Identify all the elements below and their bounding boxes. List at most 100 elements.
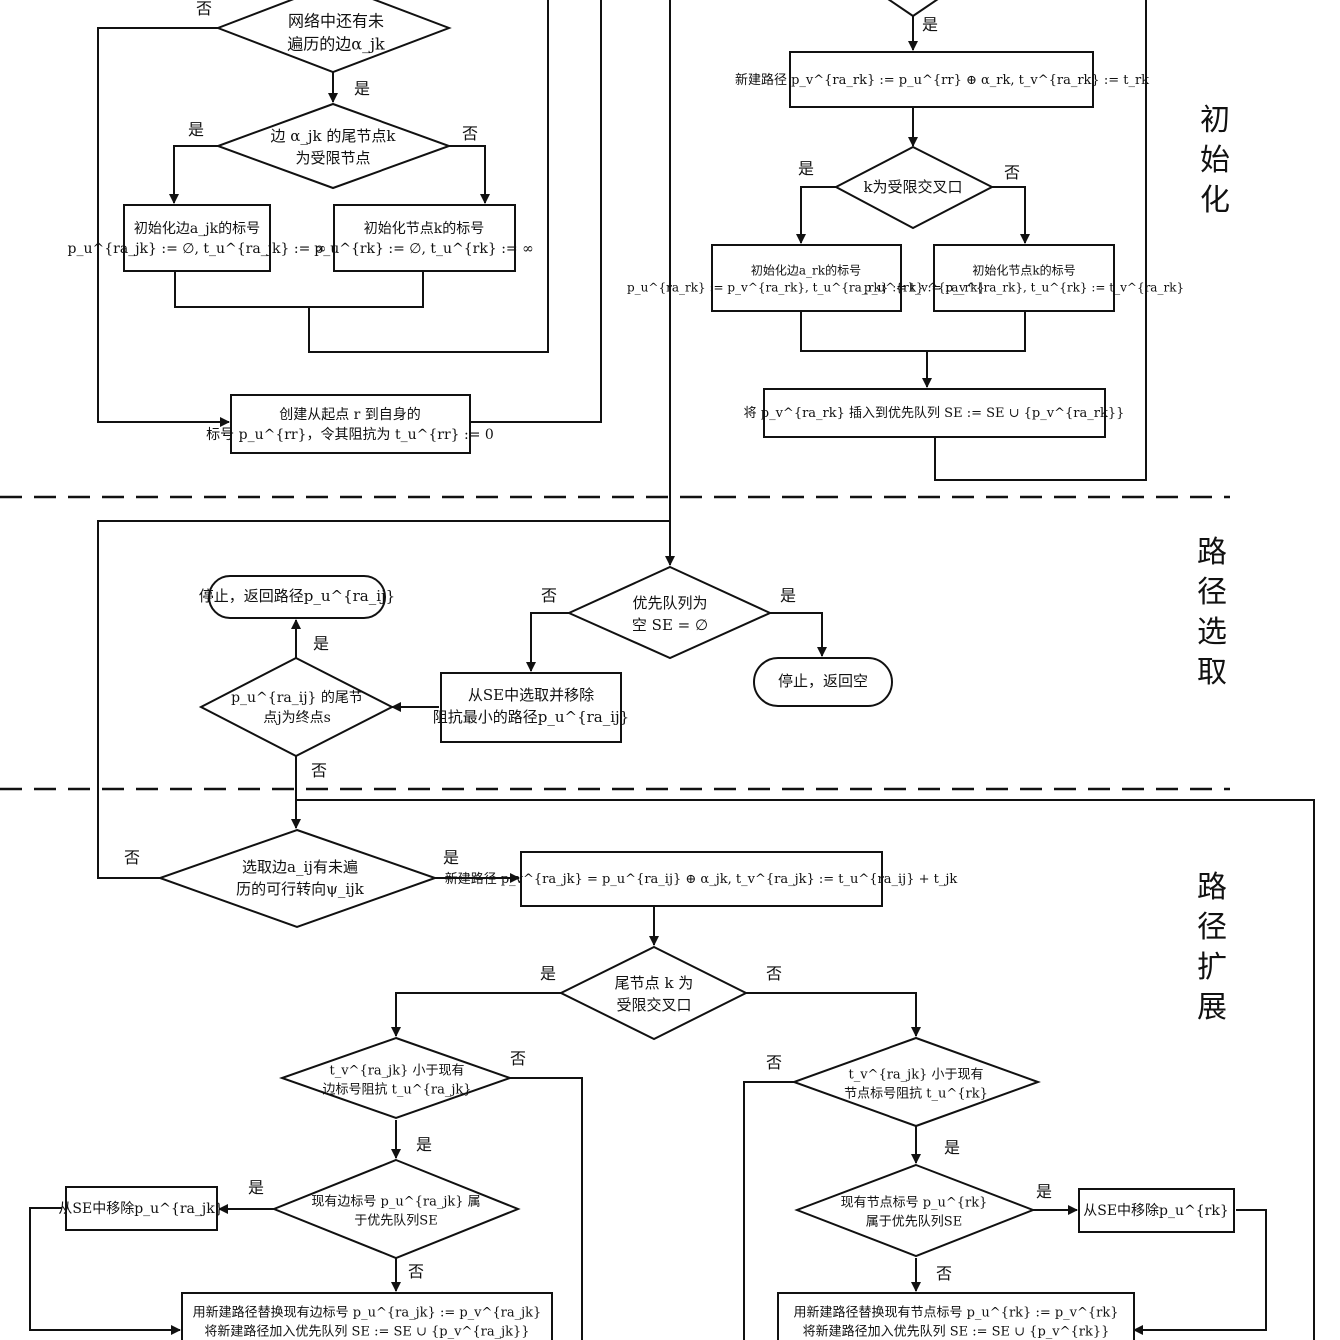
box-remove-node (1078, 1188, 1235, 1233)
text-init-edge: 初始化边a_jk的标号 p_u^{ra_jk} := ∅, t_u^{ra_jk}… (68, 220, 327, 257)
decision-queue-empty (566, 565, 773, 660)
node-text-line: 初始化节点k的标号 (972, 262, 1075, 277)
node-text-line: 初始化边a_rk的标号 (751, 262, 861, 277)
node-text-line: 从SE中选取并移除 (468, 686, 594, 704)
text-less-than-edge: t_v^{ra_jk} 小于现有边标号阻抗 t_u^{ra_jk} (322, 1063, 471, 1097)
node-text-line: 标号 p_u^{rr}，令其阻抗为 t_u^{rr} := 0 (206, 427, 494, 443)
text-k-restricted: k为受限交叉口 (863, 178, 962, 196)
box-create-self-label (230, 394, 471, 454)
node-text-line: 初始化边a_jk的标号 (134, 220, 260, 237)
branch-labels: 否 是 是 否 是 是 否 否 是 是 否 否 是 是 否 否 否 是 是 是 … (124, 0, 1052, 1283)
node-text-line: 点j为终点s (263, 710, 331, 726)
label-yes: 是 (540, 964, 556, 983)
node-text-line: 节点标号阻抗 t_u^{rk} (844, 1086, 988, 1101)
label-yes: 是 (944, 1138, 960, 1157)
text-edges-remaining: 网络中还有未遍历的边α_jk (287, 11, 385, 53)
decision-node-in-se (794, 1163, 1036, 1258)
decision-top-right (887, 0, 939, 18)
node-text-line: 停止，返回空 (778, 672, 868, 690)
text-create-self: 创建从起点 r 到自身的标号 p_u^{rr}，令其阻抗为 t_u^{rr} :… (206, 407, 494, 443)
label-no: 否 (408, 1262, 424, 1281)
label-no: 否 (196, 0, 212, 18)
node-text-line: 停止，返回路径p_u^{ra_ij} (199, 587, 395, 605)
box-init-edge-r (711, 244, 902, 312)
text-replace-edge: 用新建路径替换现有边标号 p_u^{ra_jk} := p_v^{ra_jk}将… (193, 1304, 542, 1339)
text-new-path-init: 新建路径 p_v^{ra_rk} := p_u^{rr} ⊕ α_rk, t_v… (735, 72, 1149, 88)
text-init-node: 初始化节点k的标号 p_u^{rk} := ∅, t_u^{rk} := ∞ (314, 220, 534, 257)
node-text-line: 将新建路径加入优先队列 SE := SE ∪ {p_v^{rk}} (803, 1323, 1110, 1339)
node-text-line: 为受限节点 (295, 149, 370, 167)
node-text-line: 创建从起点 r 到自身的 (279, 407, 421, 423)
text-edge-in-se: 现有边标号 p_u^{ra_jk} 属于优先队列SE (311, 1194, 480, 1228)
box-new-path-init (789, 51, 1094, 108)
text-select-min: 从SE中选取并移除阻抗最小的路径p_u^{ra_ij} (433, 686, 629, 726)
label-no: 否 (510, 1049, 526, 1068)
label-no: 否 (124, 848, 140, 867)
label-no: 否 (1004, 163, 1020, 182)
node-text-line: 空 SE = ∅ (632, 616, 708, 634)
text-stop-return-empty: 停止，返回空 (778, 672, 868, 690)
node-text-line: 新建路径 p_v^{ra_jk} = p_u^{ra_ij} ⊕ α_jk, t… (445, 871, 958, 887)
label-no: 否 (541, 586, 557, 605)
label-no: 否 (936, 1264, 952, 1283)
decision-edge-in-se (271, 1158, 521, 1260)
node-text-line: 边标号阻抗 t_u^{ra_jk} (322, 1082, 471, 1097)
node-text-line: 现有节点标号 p_u^{rk} (841, 1195, 988, 1210)
node-text-line: p_u^{ra_jk} := ∅, t_u^{ra_jk} := ∞ (68, 241, 327, 257)
decision-less-than-node (791, 1036, 1041, 1128)
box-init-edge (123, 204, 271, 272)
label-no: 否 (766, 964, 782, 983)
text-stop-return-path: 停止，返回路径p_u^{ra_ij} (199, 587, 395, 605)
node-text-line: 现有边标号 p_u^{ra_jk} 属 (311, 1194, 480, 1209)
node-text-line: 初始化节点k的标号 (364, 220, 484, 237)
node-text-line: 遍历的边α_jk (287, 34, 385, 53)
text-tail-is-destination: p_u^{ra_ij} 的尾节点j为终点s (231, 690, 363, 726)
label-yes: 是 (313, 634, 329, 653)
node-text-line: p_u^{ra_rk} := p_v^{ra_rk}, t_u^{ra_rk} … (627, 280, 985, 294)
text-less-than-node: t_v^{ra_jk} 小于现有节点标号阻抗 t_u^{rk} (844, 1067, 988, 1101)
node-text-line: 选取边a_ij有未遍 (242, 858, 358, 876)
box-insert-se (763, 388, 1106, 438)
node-text-line: 用新建路径替换现有节点标号 p_u^{rk} := p_v^{rk} (793, 1304, 1118, 1320)
node-text-line: 从SE中移除p_u^{rk} (1083, 1203, 1229, 1219)
decision-edges-remaining (215, 0, 452, 74)
node-text-line: p_u^{rk} := ∅, t_u^{rk} := ∞ (314, 241, 534, 257)
node-text-line: 用新建路径替换现有边标号 p_u^{ra_jk} := p_v^{ra_jk} (193, 1304, 542, 1320)
node-text-line: 优先队列为 (632, 594, 707, 612)
node-text-line: t_v^{ra_jk} 小于现有 (848, 1067, 983, 1082)
text-replace-node: 用新建路径替换现有节点标号 p_u^{rk} := p_v^{rk} 将新建路径加… (793, 1304, 1118, 1339)
node-text-line: 属于优先队列SE (866, 1214, 962, 1229)
node-text-line: 历的可行转向ψ_ijk (236, 880, 365, 898)
text-feasible-turns: 选取边a_ij有未遍历的可行转向ψ_ijk (236, 858, 365, 898)
section-title-select: 路径选取 (1197, 535, 1227, 690)
label-yes: 是 (443, 848, 459, 867)
text-insert-se: 将 p_v^{ra_rk} 插入到优先队列 SE := SE ∪ {p_v^{r… (744, 406, 1125, 421)
decision-tail-k-restricted (558, 945, 749, 1041)
label-yes: 是 (780, 586, 796, 605)
label-yes: 是 (354, 79, 370, 98)
node-text-line: 尾节点 k 为 (615, 974, 694, 992)
node-text-line: p_u^{rk} := p_v^{ra_rk}, t_u^{rk} := t_v… (864, 280, 1184, 294)
box-remove-edge (65, 1186, 218, 1231)
label-yes: 是 (1036, 1182, 1052, 1201)
decision-tail-is-destination (198, 656, 395, 758)
text-tail-k-restricted: 尾节点 k 为受限交叉口 (615, 974, 694, 1014)
text-node-in-se: 现有节点标号 p_u^{rk} 属于优先队列SE (841, 1195, 988, 1229)
connectors (29, 0, 1315, 1340)
box-init-node-r (933, 244, 1115, 312)
decision-tail-restricted (215, 102, 452, 190)
text-queue-empty: 优先队列为空 SE = ∅ (632, 594, 708, 634)
node-text-line: 于优先队列SE (354, 1213, 437, 1228)
label-no: 否 (311, 761, 327, 780)
label-yes: 是 (188, 120, 204, 139)
decision-less-than-edge (278, 1036, 514, 1120)
label-no: 否 (462, 124, 478, 143)
box-new-path-expand (520, 851, 883, 907)
node-text-line: 从SE中移除p_u^{ra_jk} (58, 1201, 223, 1217)
node-text-line: 将 p_v^{ra_rk} 插入到优先队列 SE := SE ∪ {p_v^{r… (744, 406, 1125, 421)
box-replace-edge (181, 1292, 553, 1340)
node-text-line: 新建路径 p_v^{ra_rk} := p_u^{rr} ⊕ α_rk, t_v… (735, 72, 1149, 88)
section-title-expand: 路径扩展 (1197, 870, 1227, 1025)
